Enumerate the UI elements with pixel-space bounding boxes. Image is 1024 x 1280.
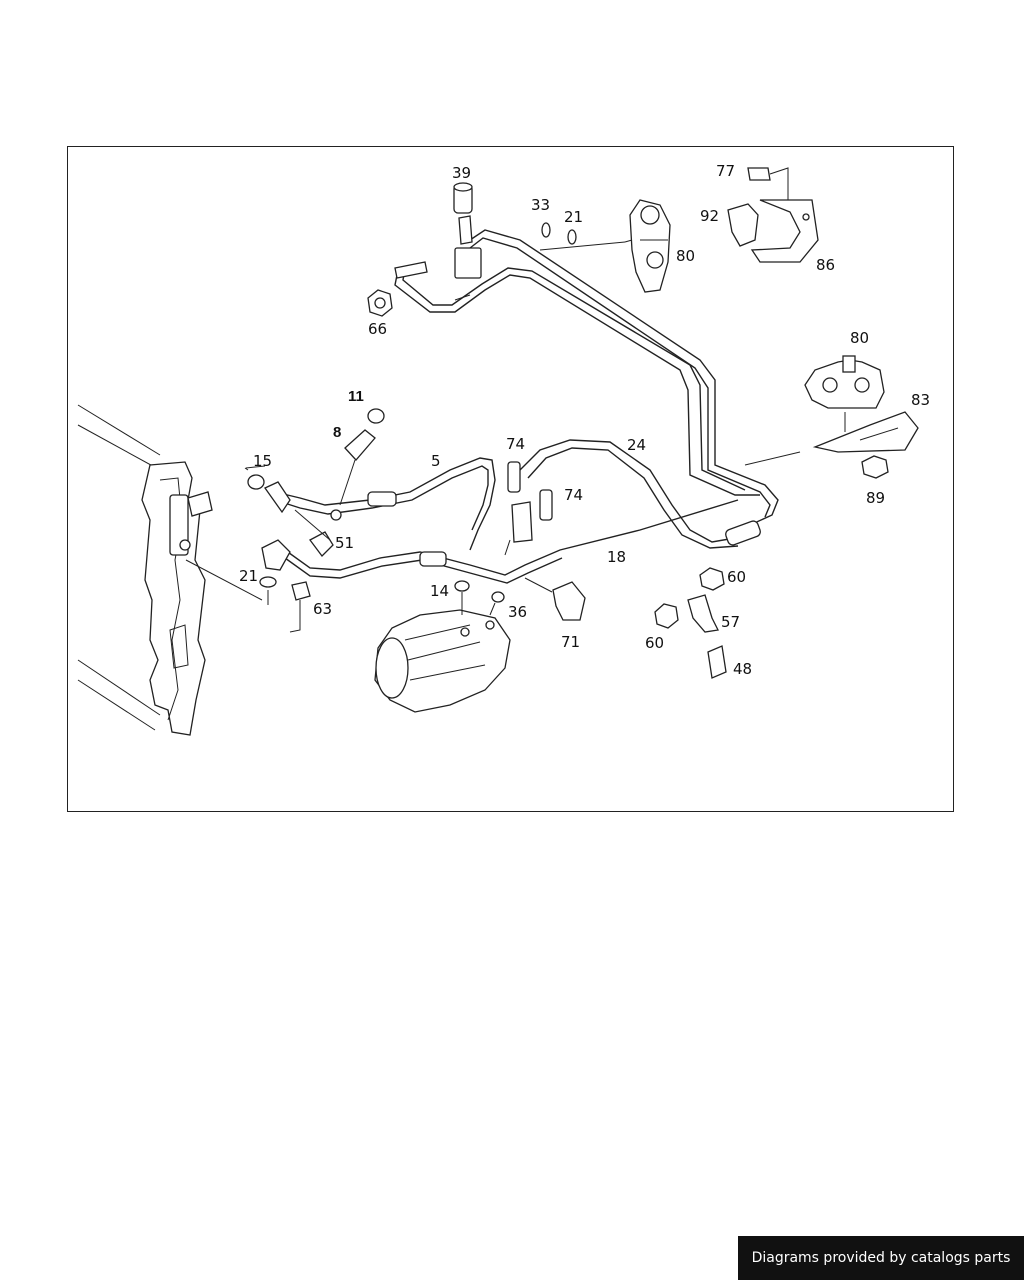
compressor [374, 609, 511, 713]
part-71-clip [552, 581, 586, 621]
label-80-top: 80 [676, 247, 695, 265]
label-83: 83 [911, 391, 930, 409]
label-14: 14 [430, 582, 449, 600]
label-15: 15 [253, 452, 272, 470]
clip-group-57 [654, 567, 727, 679]
compressor-group [374, 577, 586, 713]
part-33-oring [541, 222, 551, 238]
label-5: 5 [431, 452, 441, 470]
label-89: 89 [866, 489, 885, 507]
label-21-left: 21 [239, 567, 258, 585]
part-89-nut [861, 455, 889, 479]
hose-group [274, 439, 761, 584]
label-74-upper: 74 [506, 435, 525, 453]
hose-5-crimp [367, 491, 397, 507]
label-57: 57 [721, 613, 740, 631]
left-bottom-fittings [185, 539, 311, 633]
part-83-bracket [812, 411, 919, 453]
label-51: 51 [335, 534, 354, 552]
upper-pipe-assembly [367, 182, 779, 526]
part-80b-clamp [804, 359, 885, 409]
part-14-oring [454, 580, 470, 592]
label-74-lower: 74 [564, 486, 583, 504]
label-24: 24 [627, 436, 646, 454]
part-21-oring [567, 229, 577, 245]
part-36-oring [491, 591, 505, 603]
part-51-switch [309, 531, 334, 557]
part-57-clamp [687, 594, 719, 633]
label-86: 86 [816, 256, 835, 274]
part-86-bracket [750, 199, 819, 263]
part-80a-clamp [629, 199, 671, 293]
part-labels: 39 33 21 80 77 92 86 66 80 83 89 11 8 15… [239, 162, 930, 678]
part-60b-nut [654, 603, 679, 629]
part-15-oring [247, 474, 265, 490]
label-60-lower: 60 [645, 634, 664, 652]
part-11-oring [367, 408, 385, 424]
credit-banner: Diagrams provided by catalogs parts [738, 1236, 1024, 1280]
label-92: 92 [700, 207, 719, 225]
label-36: 36 [508, 603, 527, 621]
part-60a-nut [699, 567, 725, 591]
diagram-frame [67, 146, 954, 812]
part-8-switch [344, 429, 376, 461]
switch-group [245, 408, 385, 557]
hose-18-crimp [419, 551, 447, 567]
label-21-top: 21 [564, 208, 583, 226]
label-39: 39 [452, 164, 471, 182]
label-33: 33 [531, 196, 550, 214]
label-8: 8 [333, 424, 341, 441]
label-11: 11 [348, 388, 364, 405]
right-clamp-group [744, 355, 919, 479]
label-71: 71 [561, 633, 580, 651]
part-77-bolt [747, 167, 771, 181]
bracket-group-86 [727, 167, 819, 263]
leader-lines [244, 239, 633, 471]
label-60-upper: 60 [727, 568, 746, 586]
label-48: 48 [733, 660, 752, 678]
part-74b-fitting [539, 489, 553, 521]
pipe-flange-block [454, 247, 482, 279]
part-63-bolt [291, 581, 311, 601]
part-74a-fitting [507, 461, 521, 493]
label-80-right: 80 [850, 329, 869, 347]
part-21b-oring [259, 576, 277, 588]
label-77: 77 [716, 162, 735, 180]
label-63: 63 [313, 600, 332, 618]
label-18: 18 [607, 548, 626, 566]
condenser-assembly [77, 404, 213, 736]
label-66: 66 [368, 320, 387, 338]
part-48-clip [707, 645, 727, 679]
part-92-clip [727, 203, 759, 247]
hose-24-crimp [725, 520, 761, 546]
